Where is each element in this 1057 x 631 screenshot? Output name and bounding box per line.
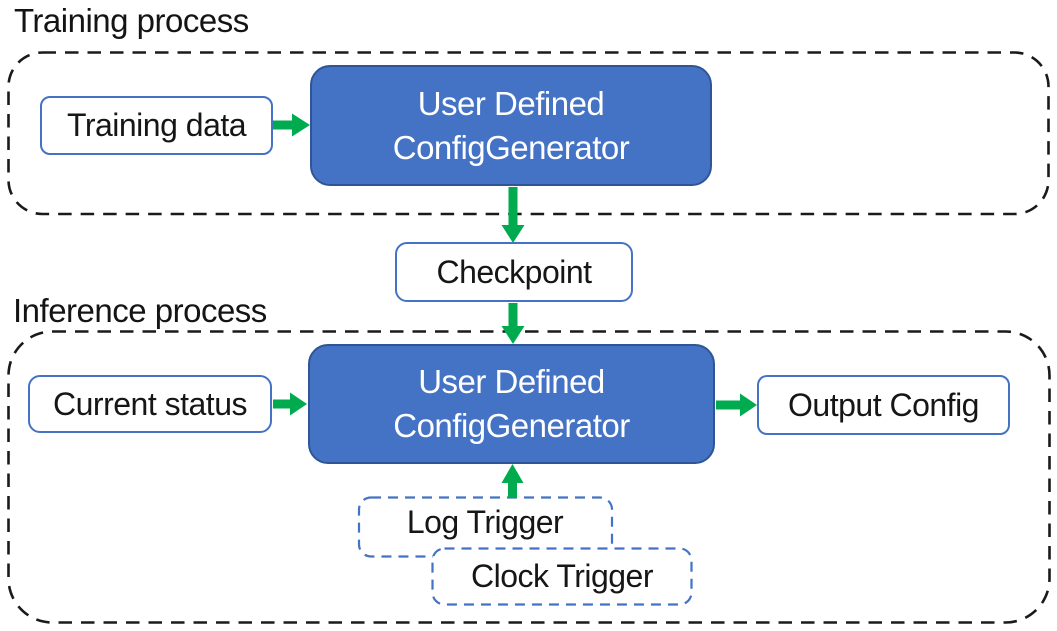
arrow-generator-to-checkpoint xyxy=(501,187,525,243)
clock-trigger-label: Clock Trigger xyxy=(471,558,654,594)
arrow-group xyxy=(271,113,757,498)
checkpoint-node: Checkpoint xyxy=(395,242,633,302)
inference-section-container xyxy=(7,330,1051,624)
arrow-training-data-to-generator xyxy=(271,113,310,137)
training-section-label: Training process xyxy=(14,2,249,39)
arrow-triggers-to-generator xyxy=(501,464,524,498)
clock-trigger-box xyxy=(431,547,693,606)
arrow-checkpoint-to-generator xyxy=(501,303,525,344)
config-generator-inference-node: User Defined ConfigGenerator xyxy=(308,344,715,464)
current-status-node: Current status xyxy=(28,375,272,433)
inference-section-label: Inference process xyxy=(13,292,267,329)
config-generator-training-node: User Defined ConfigGenerator xyxy=(310,65,712,186)
log-trigger-label: Log Trigger xyxy=(406,504,564,540)
output-config-node: Output Config xyxy=(757,375,1010,435)
arrow-generator-to-output-config xyxy=(716,393,757,417)
training-data-node: Training data xyxy=(40,96,273,155)
training-section-container xyxy=(7,51,1050,216)
arrow-current-status-to-generator xyxy=(273,392,307,416)
